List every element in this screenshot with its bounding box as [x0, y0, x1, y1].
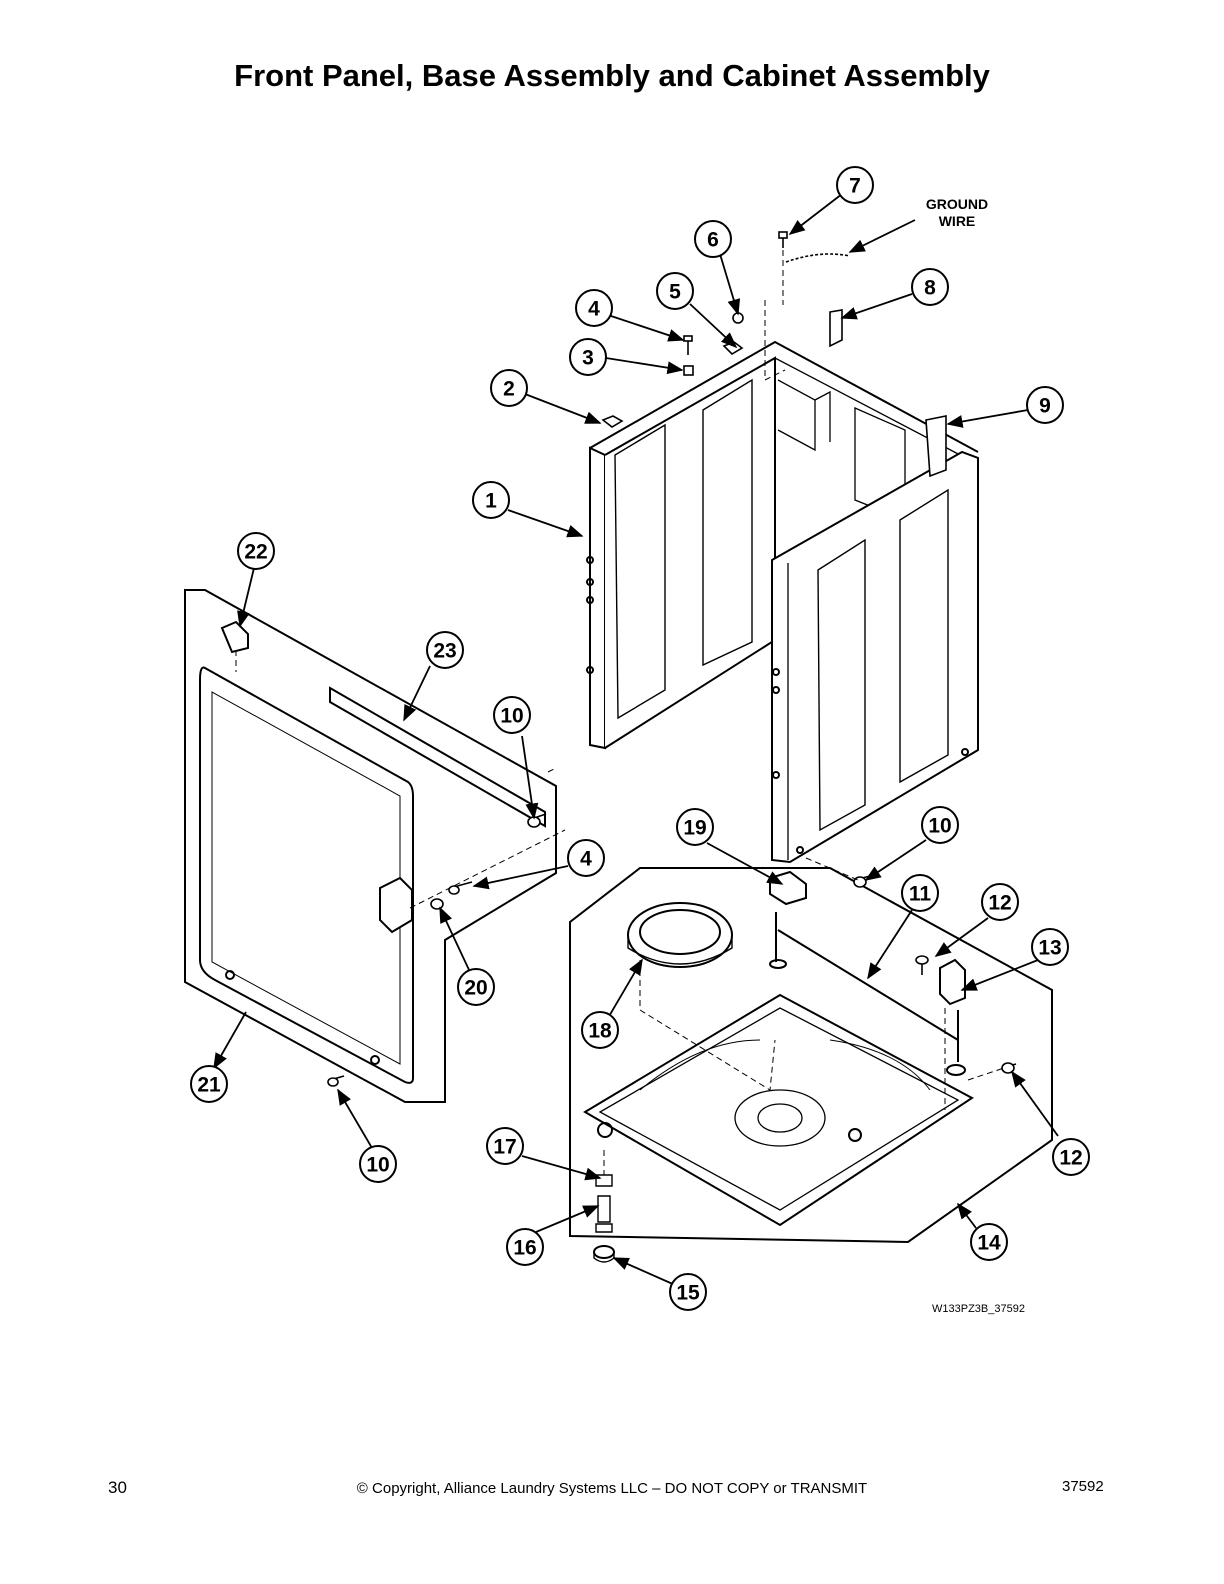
small-hardware: [327, 231, 1017, 1087]
page-number: 30: [108, 1478, 127, 1497]
drawing-code: W133PZ3B_37592: [932, 1303, 1025, 1315]
callout-6: 6: [707, 229, 719, 252]
callout-15: 15: [676, 1282, 700, 1305]
callout-4-front: 4: [580, 848, 592, 871]
document-number: 37592: [1062, 1478, 1104, 1495]
cabinet-assembly: [586, 340, 979, 864]
callout-16: 16: [513, 1237, 536, 1260]
callout-9: 9: [1039, 395, 1051, 418]
callout-14: 14: [977, 1232, 1001, 1255]
callout-10-front: 10: [366, 1154, 389, 1177]
callout-3: 3: [582, 347, 594, 370]
callout-1: 1: [485, 490, 497, 513]
ground-wire-label-line1: GROUND: [926, 196, 988, 212]
ground-wire-label-line2: WIRE: [939, 213, 976, 229]
assembly-guide-lines: [235, 250, 1005, 1175]
callout-circles: [190, 166, 1090, 1311]
callout-10-cabinet: 10: [500, 705, 523, 728]
callout-17: 17: [493, 1136, 516, 1159]
callout-4: 4: [588, 298, 600, 321]
callout-2: 2: [503, 378, 515, 401]
callout-5: 5: [669, 281, 681, 304]
callout-10-side: 10: [928, 815, 951, 838]
callout-12-bottom: 12: [1059, 1147, 1082, 1170]
callout-11: 11: [909, 883, 932, 906]
page-title: Front Panel, Base Assembly and Cabinet A…: [234, 58, 990, 93]
callout-20: 20: [464, 977, 487, 1000]
copyright-notice: © Copyright, Alliance Laundry Systems LL…: [356, 1480, 868, 1497]
callout-22: 22: [244, 541, 267, 564]
callout-7: 7: [849, 175, 861, 198]
base-assembly: [569, 867, 1053, 1263]
callout-23: 23: [433, 640, 456, 663]
callout-12-top: 12: [988, 892, 1011, 915]
callout-13: 13: [1038, 937, 1061, 960]
callout-8: 8: [924, 277, 936, 300]
callout-21: 21: [197, 1074, 221, 1097]
callout-19: 19: [683, 817, 706, 840]
callout-leaders: [213, 193, 1059, 1286]
front-panel-assembly: [184, 589, 557, 1103]
callout-18: 18: [588, 1020, 612, 1043]
